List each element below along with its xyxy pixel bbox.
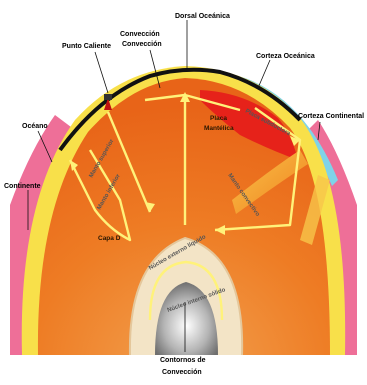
label-contornos-line2: Convección bbox=[162, 369, 202, 376]
label-placa: Placa bbox=[210, 115, 227, 122]
leader-punto bbox=[95, 52, 108, 93]
hotspot-marker bbox=[104, 94, 112, 100]
label-convection-top: Convección bbox=[120, 31, 160, 38]
label-contornos-line1: Contornos de bbox=[160, 357, 206, 364]
leader-corteza-oceanica bbox=[258, 60, 270, 88]
label-oceano: Océano bbox=[22, 123, 48, 130]
label-corteza-oceanica: Corteza Oceánica bbox=[256, 53, 315, 60]
label-continente: Continente bbox=[4, 183, 41, 190]
label-punto-caliente: Punto Caliente bbox=[62, 43, 111, 50]
label-convection-bottom: Convección bbox=[122, 41, 162, 48]
label-corteza-continental: Corteza Continental bbox=[298, 113, 364, 120]
label-dorsal-oceanica: Dorsal Oceánica bbox=[175, 13, 230, 20]
label-capa: Capa D bbox=[98, 235, 121, 242]
label-mantelica: Mantélica bbox=[204, 125, 234, 132]
